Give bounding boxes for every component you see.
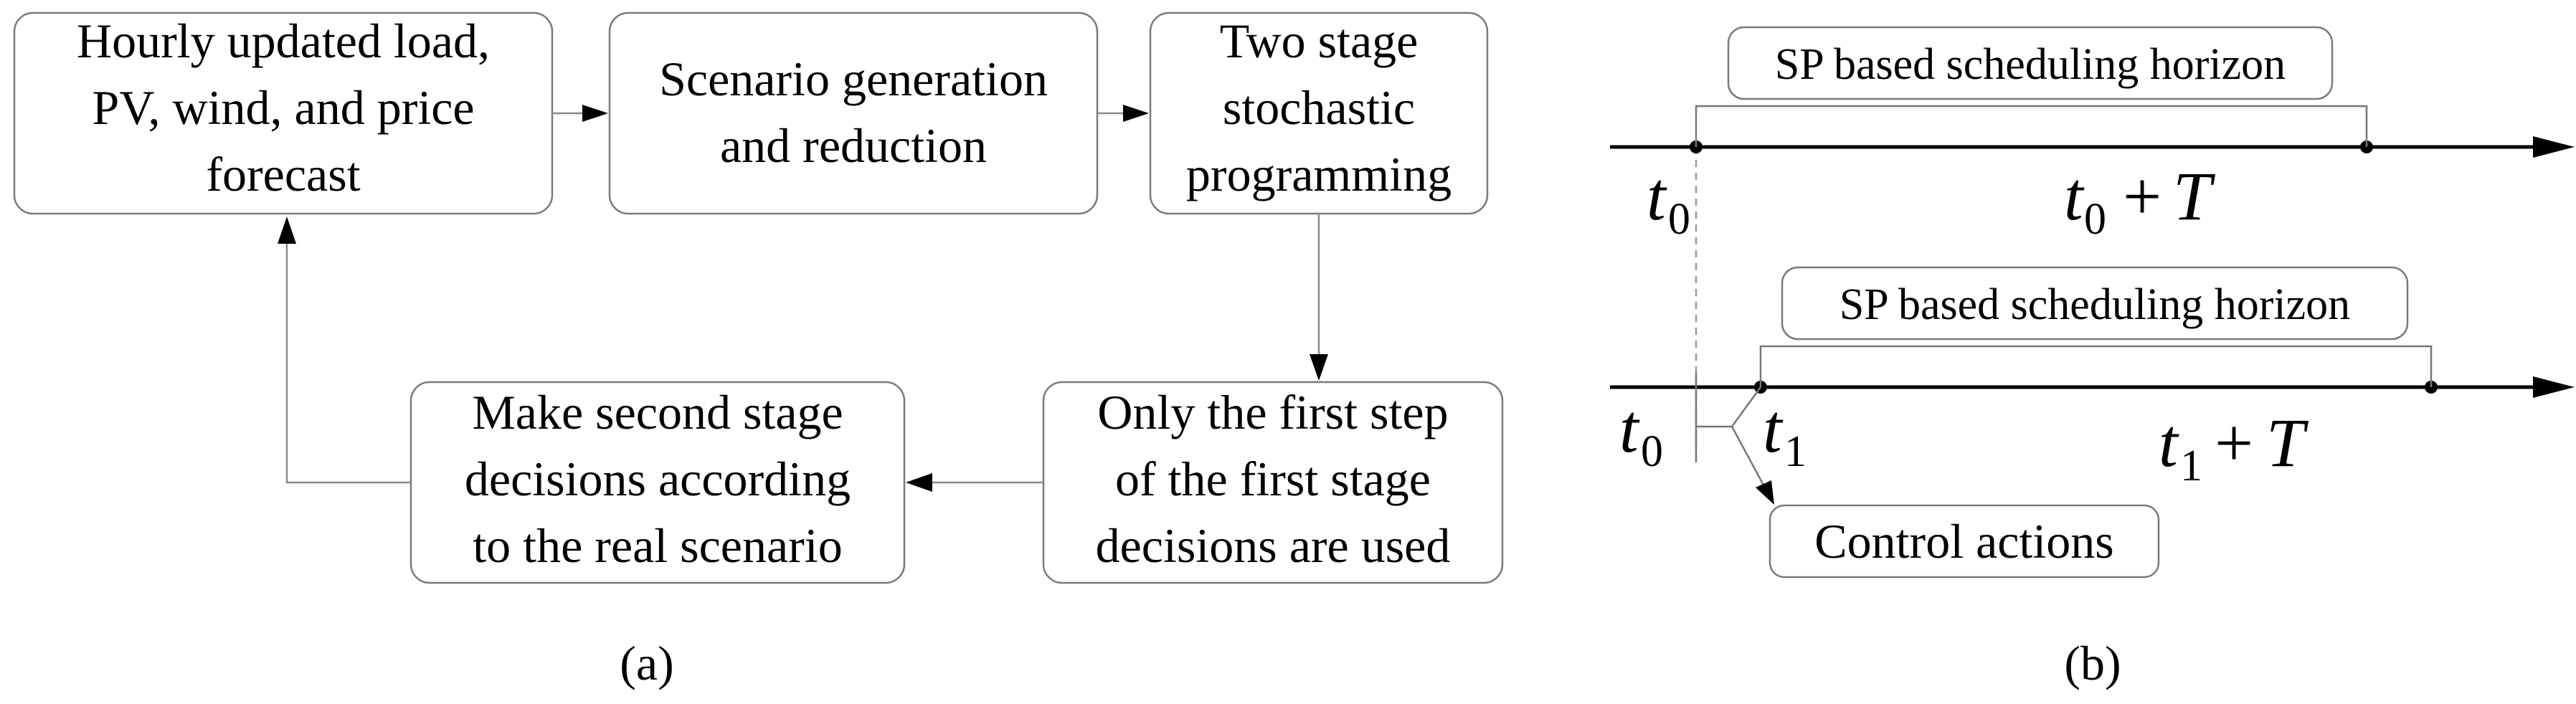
box-first-step-line2: of the first stage	[1115, 452, 1431, 506]
box-two-stage-line2: stochastic	[1223, 80, 1415, 135]
svg-text:t: t	[1647, 158, 1667, 234]
label-t0-plus-T: t 0 + T	[2064, 158, 2216, 244]
horizon-label-top: SP based scheduling horizon	[1727, 26, 2334, 100]
caption-a: (a)	[620, 636, 673, 690]
svg-text:1: 1	[1784, 427, 1806, 476]
box-second-stage: Make second stage decisions according to…	[409, 381, 906, 584]
svg-text:t: t	[2064, 158, 2085, 234]
label-t0-top: t 0	[1647, 158, 1690, 244]
panel-b: SP based scheduling horizon t 0 t 0 + T	[1610, 26, 2575, 690]
box-forecast: Hourly updated load, PV, wind, and price…	[13, 11, 554, 215]
box-scenario: Scenario generation and reduction	[608, 11, 1099, 215]
arrow-forecast-to-scenario	[552, 105, 608, 122]
box-second-stage-line2: decisions according	[465, 452, 851, 506]
svg-text:+: +	[2123, 158, 2161, 234]
box-second-stage-line1: Make second stage	[472, 385, 843, 439]
box-forecast-line1: Hourly updated load,	[77, 14, 490, 68]
timeline-bottom: SP based scheduling horizon t 0 t 1 t 1	[1610, 266, 2575, 579]
panel-a: Hourly updated load, PV, wind, and price…	[13, 11, 1504, 690]
box-two-stage-line3: programming	[1186, 147, 1452, 201]
svg-text:SP based scheduling horizon: SP based scheduling horizon	[1839, 280, 2350, 329]
box-forecast-line3: forecast	[206, 147, 360, 201]
arrow-scenario-to-two-stage	[1097, 105, 1149, 122]
svg-text:Control actions: Control actions	[1814, 514, 2113, 569]
box-first-step: Only the first step of the first stage d…	[1042, 381, 1504, 584]
box-two-stage-line1: Two stage	[1220, 14, 1419, 68]
box-first-step-line3: decisions are used	[1096, 518, 1451, 573]
svg-text:+: +	[2215, 404, 2253, 481]
control-actions-label: Control actions	[1768, 504, 2160, 579]
caption-b: (b)	[2064, 636, 2121, 690]
timeline-top: SP based scheduling horizon t 0 t 0 + T	[1610, 26, 2575, 244]
label-t0-bottom: t 0	[1619, 390, 1663, 476]
arrow-two-stage-to-first-step	[1310, 214, 1328, 381]
svg-text:t: t	[1619, 390, 1640, 467]
box-forecast-line2: PV, wind, and price	[92, 80, 474, 135]
box-first-step-line1: Only the first step	[1097, 385, 1448, 439]
box-scenario-line1: Scenario generation	[659, 52, 1048, 106]
label-t1-plus-T: t 1 + T	[2159, 404, 2309, 490]
svg-text:T: T	[2173, 158, 2216, 234]
horizon-label-bottom: SP based scheduling horizon	[1781, 266, 2409, 341]
svg-text:0: 0	[1641, 427, 1663, 476]
box-two-stage: Two stage stochastic programming	[1149, 11, 1489, 215]
svg-text:t: t	[1763, 390, 1784, 467]
svg-text:T: T	[2266, 404, 2309, 481]
box-second-stage-line3: to the real scenario	[473, 518, 842, 573]
svg-text:SP based scheduling horizon: SP based scheduling horizon	[1775, 40, 2286, 89]
arrow-second-stage-to-forecast	[278, 217, 411, 484]
box-scenario-line2: and reduction	[720, 118, 987, 173]
label-t1: t 1	[1763, 390, 1806, 476]
svg-text:1: 1	[2180, 442, 2202, 490]
svg-text:0: 0	[1668, 195, 1690, 244]
svg-text:0: 0	[2084, 195, 2106, 244]
svg-text:t: t	[2159, 404, 2179, 481]
arrow-first-step-to-second-stage	[906, 473, 1043, 492]
